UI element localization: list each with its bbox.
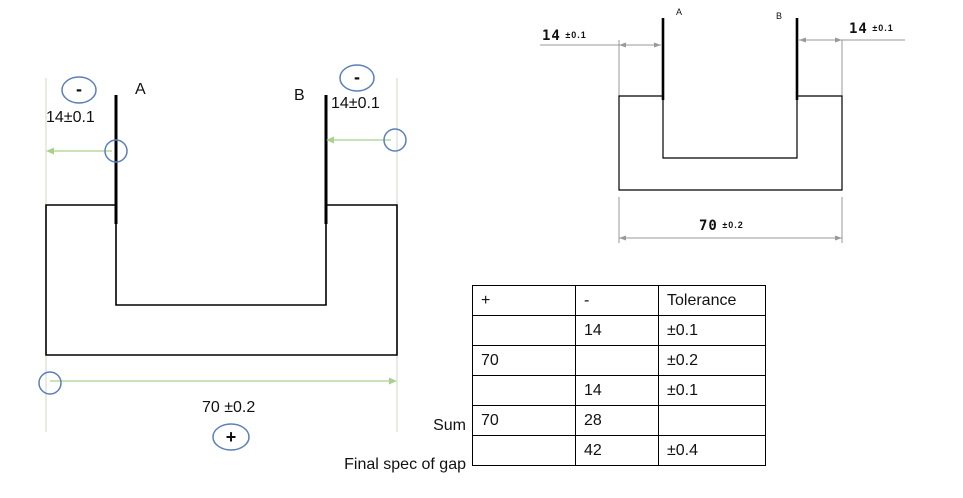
cell-minus: 28 [575,405,659,436]
r-bottom-dim-label: 70 ±0.2 [699,218,744,234]
plus-sign-ellipse [212,423,250,451]
table-row-final: 42 ±0.4 [472,435,766,466]
cell-plus [472,375,576,406]
cell-minus [575,345,659,376]
bottom-dim-label: 70 ±0.2 [202,399,256,416]
cell-minus: 14 [575,315,659,346]
r-left-dim-arrowhead-2 [619,42,626,48]
left-dim-label: 14±0.1 [46,109,95,126]
header-tolerance: Tolerance [658,285,766,316]
bottom-dim-arrowhead [389,377,397,385]
cell-tolerance: ±0.2 [658,345,766,376]
r-u-part-outline [618,95,843,191]
cell-plus [472,315,576,346]
minus-sign-left: - [76,79,82,99]
cell-minus: 14 [575,375,659,406]
r-right-dim-value: 14 [849,21,868,37]
r-right-dim-arrowhead [799,37,806,43]
cell-plus: 70 [472,405,576,436]
cell-plus [472,435,576,466]
r-bottom-dim-arrowhead-left [619,235,626,241]
cell-plus: 70 [472,345,576,376]
minus-sign-ellipse-right [339,64,375,92]
cell-minus: 42 [575,435,659,466]
start-circle-marker-base [38,371,62,395]
cell-tolerance [658,405,766,436]
right-dim-label: 14±0.1 [331,95,380,112]
minus-sign-right: - [354,67,360,87]
r-left-dim-label: 14 ±0.1 [542,28,587,44]
minus-sign-ellipse-left [61,76,97,104]
header-minus: - [575,285,659,316]
r-bottom-dim-tol: ±0.2 [722,220,744,230]
tolerance-stack-table: + - Tolerance 14 ±0.1 70 ±0.2 14 ±0.1 70… [472,285,766,466]
right-dim-arrowhead [326,136,334,144]
r-right-dim-arrowhead-2 [835,37,842,43]
start-circle-marker-b [383,128,407,152]
r-left-dim-arrowhead [654,42,661,48]
r-right-dim-label: 14 ±0.1 [849,21,894,37]
table-row: 14 ±0.1 [472,375,766,406]
cell-tolerance: ±0.1 [658,375,766,406]
cell-tolerance: ±0.4 [658,435,766,466]
row-label-sum: Sum [433,417,466,434]
table-row-sum: 70 28 [472,405,766,436]
table-row: 70 ±0.2 [472,345,766,376]
row-label-final-spec: Final spec of gap [344,456,466,473]
r-left-dim-value: 14 [542,28,561,44]
r-bottom-dim-value: 70 [699,218,718,234]
surface-a-label: A [135,81,146,98]
table-row: 14 ±0.1 [472,315,766,346]
table-header-row: + - Tolerance [472,285,766,316]
left-dim-arrowhead [46,147,54,155]
surface-b-label: B [294,87,305,104]
start-circle-marker-a [104,139,128,163]
cell-tolerance: ±0.1 [658,315,766,346]
header-plus: + [472,285,576,316]
plus-sign-bottom: + [225,427,237,447]
r-left-dim-tol: ±0.1 [565,30,587,40]
r-bottom-dim-arrowhead-right [835,235,842,241]
r-surface-a-label: A [676,7,683,17]
r-right-dim-tol: ±0.1 [872,23,894,33]
r-surface-b-label: B [776,11,783,21]
